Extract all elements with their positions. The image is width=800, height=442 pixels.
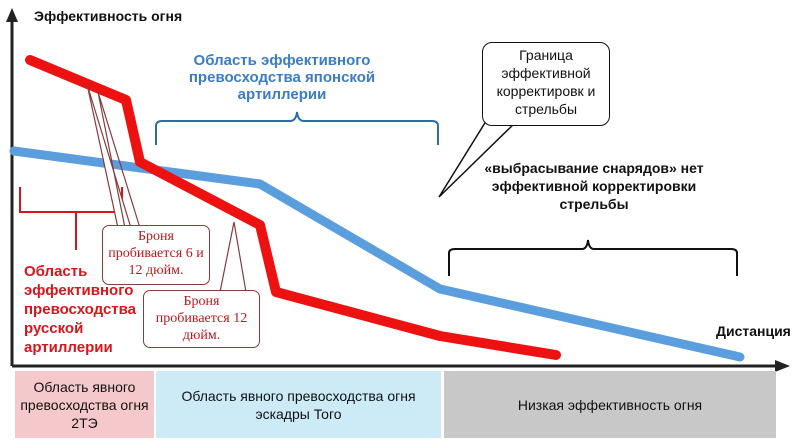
y-axis-arrow bbox=[6, 8, 18, 22]
zone-low-efficiency-label: Низкая эффективность огня bbox=[517, 396, 703, 413]
x-axis-label: Дистанция bbox=[716, 323, 791, 339]
shell-throwing-brace bbox=[448, 239, 738, 276]
blue-efficiency-line bbox=[9, 146, 745, 362]
zone-togo-label: Область явного превосходства огня эскадр… bbox=[181, 387, 416, 422]
russian-area-label: Область эффективного превосходства русск… bbox=[24, 263, 137, 356]
armor-12-callout: Броня пробивается 12 дюйм. bbox=[143, 290, 260, 348]
armor-6-12-pointer bbox=[86, 83, 132, 229]
x-axis-arrow bbox=[775, 360, 790, 372]
japanese-area-label: Область эффективного превосходства японс… bbox=[188, 52, 376, 103]
zone-low-efficiency: Низкая эффективность огня bbox=[444, 371, 776, 438]
armor-6-12-pointer-2 bbox=[97, 91, 141, 229]
japanese-area-brace bbox=[155, 111, 439, 145]
zone-2te: Область явного превосходства огня 2ТЭ bbox=[15, 371, 154, 438]
armor-6-12-callout: Броня пробивается 6 и 12 дюйм. bbox=[102, 225, 210, 285]
armor-12-pointer bbox=[219, 221, 247, 293]
y-axis-label: Эффективность огня bbox=[34, 8, 183, 24]
boundary-callout: Граница эффективной корректировк и стрел… bbox=[482, 42, 610, 126]
zone-2te-label: Область явного превосходства огня 2ТЭ bbox=[20, 378, 149, 431]
shell-throwing-label: «выбрасывание снарядов» нет эффективной … bbox=[484, 160, 704, 212]
boundary-callout-pointer bbox=[438, 117, 521, 198]
red-efficiency-line bbox=[25, 55, 561, 360]
zone-togo: Область явного превосходства огня эскадр… bbox=[156, 371, 441, 438]
